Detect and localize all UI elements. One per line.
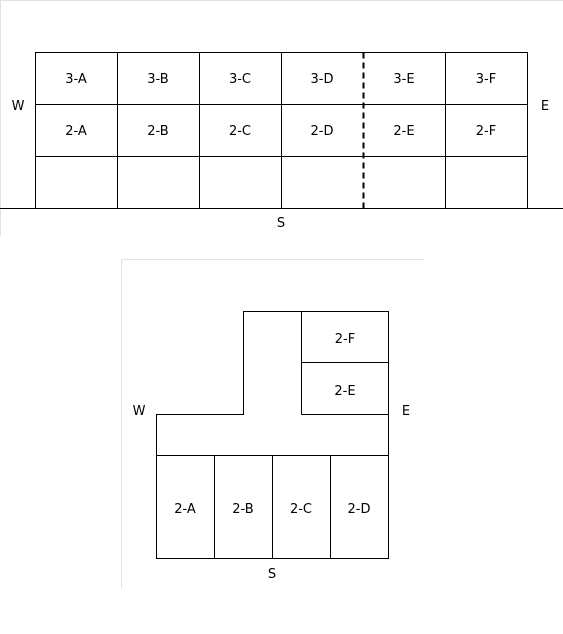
unit-3-e-label: 3-E	[393, 72, 414, 87]
plan-outline	[156, 311, 389, 559]
unit-3-c-label: 3-C	[229, 72, 251, 87]
plan-unit-2-e-label: 2-E	[334, 384, 355, 399]
plan-unit-2-c-label: 2-C	[290, 502, 312, 517]
unit-2-c-label: 2-C	[229, 124, 251, 139]
unit-2-d-label: 2-D	[311, 124, 334, 139]
south-label: S	[277, 216, 285, 231]
unit-3-f-label: 3-F	[476, 72, 496, 87]
unit-2-a-label: 2-A	[65, 124, 87, 139]
unit-2-f-label: 2-F	[476, 124, 496, 139]
elevation-diagram: 3-A 3-B 3-C 3-D 3-E 3-F 2-A 2-B 2-C 2-D …	[0, 52, 563, 231]
unit-3-d-label: 3-D	[311, 72, 334, 87]
plan-unit-2-b-label: 2-B	[232, 502, 253, 517]
west-label: W	[12, 99, 25, 114]
plan-unit-2-a-label: 2-A	[174, 502, 196, 517]
plan-unit-2-f-label: 2-F	[335, 332, 355, 347]
plan-south-label: S	[268, 567, 276, 582]
unit-2-b-label: 2-B	[147, 124, 168, 139]
east-label: E	[541, 99, 549, 114]
unit-2-e-label: 2-E	[393, 124, 414, 139]
plan-unit-2-d-label: 2-D	[348, 502, 371, 517]
floor-plan: 2-F 2-E 2-A 2-B 2-C 2-D W E S	[133, 311, 410, 582]
plan-east-label: E	[402, 404, 410, 419]
unit-3-b-label: 3-B	[147, 72, 168, 87]
plan-west-label: W	[133, 404, 146, 419]
unit-3-a-label: 3-A	[65, 72, 87, 87]
